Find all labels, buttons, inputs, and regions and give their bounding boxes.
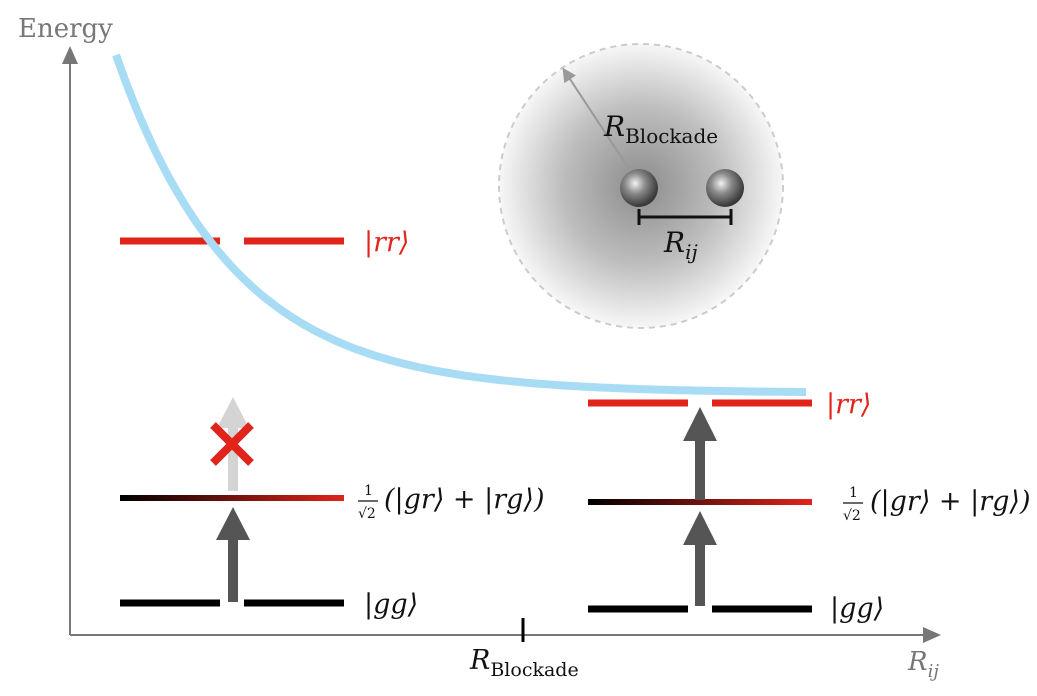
right-sym-prefactor-den: √2 — [843, 508, 861, 524]
y-axis-arrowhead — [62, 46, 78, 64]
right-upper-arrow-shaft — [695, 438, 705, 500]
left-rr-label: |rr⟩ — [364, 227, 409, 258]
right-gg-label: |gg⟩ — [830, 593, 884, 624]
left-arrow-head — [216, 507, 250, 540]
left-sym-level — [120, 495, 344, 501]
left-blocked-arrow-shaft — [228, 428, 238, 491]
left-sym-prefactor-den: √2 — [358, 506, 376, 522]
right-sym-label: (|gr⟩ + |rg⟩) — [870, 486, 1031, 517]
right-lower-arrow-head — [683, 511, 717, 545]
blockade-inset: RBlockade Rij — [498, 43, 784, 329]
x-axis-arrowhead — [923, 627, 941, 643]
distance-label: Rij — [663, 226, 698, 264]
right-sym-label-group: 1 √2 (|gr⟩ + |rg⟩) — [843, 485, 1031, 524]
cross-icon — [210, 422, 254, 466]
right-upper-arrow-head — [683, 407, 717, 441]
interaction-curve — [112, 53, 806, 396]
left-sym-prefactor-num: 1 — [364, 483, 373, 499]
radius-label: RBlockade — [603, 110, 718, 148]
right-sym-prefactor-num: 1 — [849, 485, 858, 501]
right-lower-arrow-shaft — [695, 542, 705, 606]
right-levels: |rr⟩ |gg⟩ 1 √2 (|gr⟩ + |rg⟩) — [588, 389, 1031, 624]
radius-arrow — [562, 67, 640, 185]
left-sym-label-group: 1 √2 (|gr⟩ + |rg⟩) — [358, 483, 545, 522]
left-levels: |rr⟩ |gg⟩ 1 √2 (|gr⟩ + |rg⟩) — [120, 227, 545, 620]
left-gg-label: |gg⟩ — [364, 589, 418, 620]
atom-right — [706, 169, 744, 207]
right-sym-level — [588, 499, 812, 505]
x-axis-tick-label: RBlockade — [469, 645, 579, 681]
x-axis-title: Rij — [907, 647, 939, 682]
atom-left — [620, 169, 658, 207]
y-axis-title: Energy — [18, 14, 113, 44]
axes: Energy Rij RBlockade — [18, 14, 941, 682]
left-blocked-arrow-head — [217, 397, 249, 428]
left-arrow-shaft — [228, 538, 238, 602]
right-rr-label: |rr⟩ — [826, 389, 871, 420]
left-sym-label: (|gr⟩ + |rg⟩) — [384, 484, 545, 515]
